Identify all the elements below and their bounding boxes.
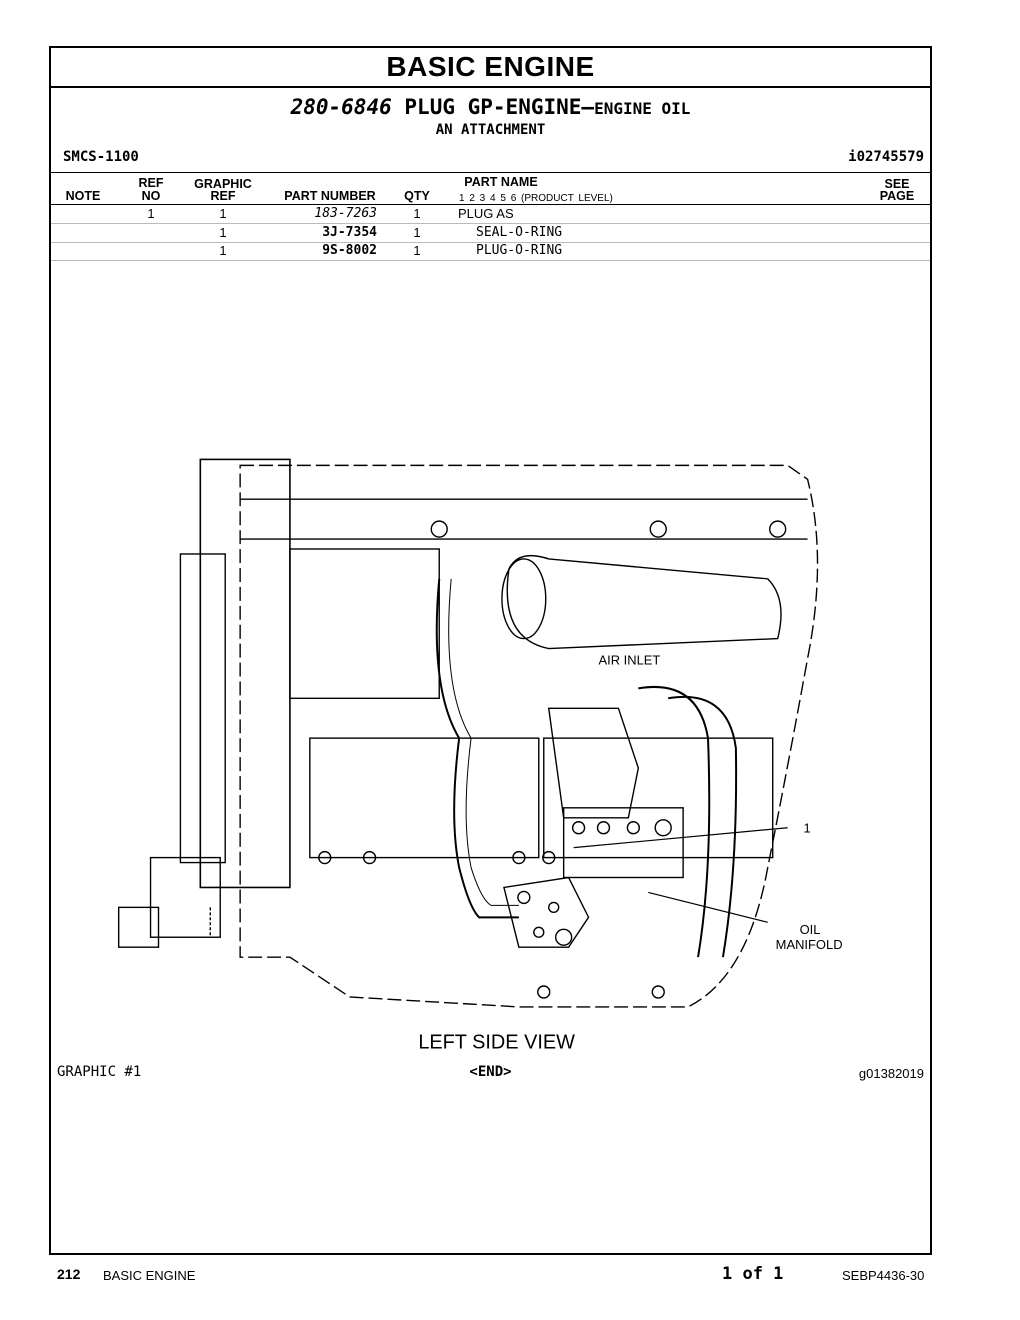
col-ref-top: REF — [138, 176, 164, 190]
col-part-number: PART NUMBER — [284, 189, 376, 203]
row-graphic-ref: 1 — [219, 206, 227, 221]
row-part-number: 9S-8002 — [322, 243, 377, 258]
col-ref-bottom: NO — [141, 189, 161, 203]
row-rule — [51, 260, 930, 261]
row-graphic-ref: 1 — [219, 243, 227, 258]
col-graphic-bottom: REF — [210, 189, 236, 203]
col-note: NOTE — [65, 189, 101, 203]
page-frame: BASIC ENGINE 280-6846 PLUG GP-ENGINE—ENG… — [49, 46, 932, 1255]
section-title: BASIC ENGINE — [51, 48, 930, 88]
col-part-name: PART NAME — [464, 175, 538, 189]
group-dash: — — [581, 95, 595, 119]
air-inlet-label: AIR INLET — [599, 652, 661, 667]
group-part-number: 280-6846 — [290, 95, 392, 119]
row-part-number: 183-7263 — [314, 206, 377, 221]
smcs-code: SMCS-1100 — [63, 149, 139, 165]
product-levels: 1 2 3 4 5 6 (PRODUCT LEVEL) — [459, 193, 613, 204]
footer-section: BASIC ENGINE — [103, 1268, 196, 1283]
col-see-bottom: PAGE — [879, 189, 915, 203]
row-part-name: PLUG AS — [458, 206, 514, 221]
row-part-name: PLUG-O-RING — [476, 243, 563, 258]
row-qty: 1 — [413, 243, 421, 258]
row-qty: 1 — [413, 225, 421, 240]
row-ref-no: 1 — [147, 206, 155, 221]
page-number: 212 — [57, 1266, 81, 1282]
end-marker: <END> — [469, 1064, 512, 1080]
callout-1: 1 — [804, 821, 811, 836]
view-title: LEFT SIDE VIEW — [418, 1032, 575, 1054]
row-graphic-ref: 1 — [219, 225, 227, 240]
oil-label-line1: OIL — [800, 922, 821, 937]
graphic-id: g01382019 — [858, 1066, 924, 1081]
group-suffix: ENGINE OIL — [594, 99, 691, 118]
col-graphic-top: GRAPHIC — [194, 177, 252, 191]
engine-drawing: AIR INLET 1 OIL MANIFOLD LEFT SIDE VIEW — [117, 458, 843, 1054]
group-title: 280-6846 PLUG GP-ENGINE—ENGINE OIL — [51, 95, 930, 119]
doc-id: SEBP4436-30 — [842, 1268, 925, 1283]
group-name: PLUG GP-ENGINE — [404, 95, 582, 119]
header-top-rule — [51, 172, 930, 173]
row-rule — [51, 242, 930, 243]
col-see-top: SEE — [884, 177, 910, 191]
oil-label-line2: MANIFOLD — [776, 937, 843, 952]
row-part-name: SEAL-O-RING — [476, 225, 563, 240]
row-rule — [51, 223, 930, 224]
engine-illustration: AIR INLET 1 OIL MANIFOLD LEFT SIDE VIEW — [51, 438, 930, 1098]
page-of: 1 of 1 — [722, 1264, 784, 1284]
header-bottom-rule — [51, 204, 930, 205]
col-qty: QTY — [404, 189, 430, 203]
info-id: i02745579 — [848, 149, 924, 165]
row-part-number: 3J-7354 — [322, 225, 377, 240]
attachment-label: AN ATTACHMENT — [435, 122, 546, 138]
graphic-label: GRAPHIC #1 — [57, 1064, 142, 1080]
row-qty: 1 — [413, 206, 421, 221]
